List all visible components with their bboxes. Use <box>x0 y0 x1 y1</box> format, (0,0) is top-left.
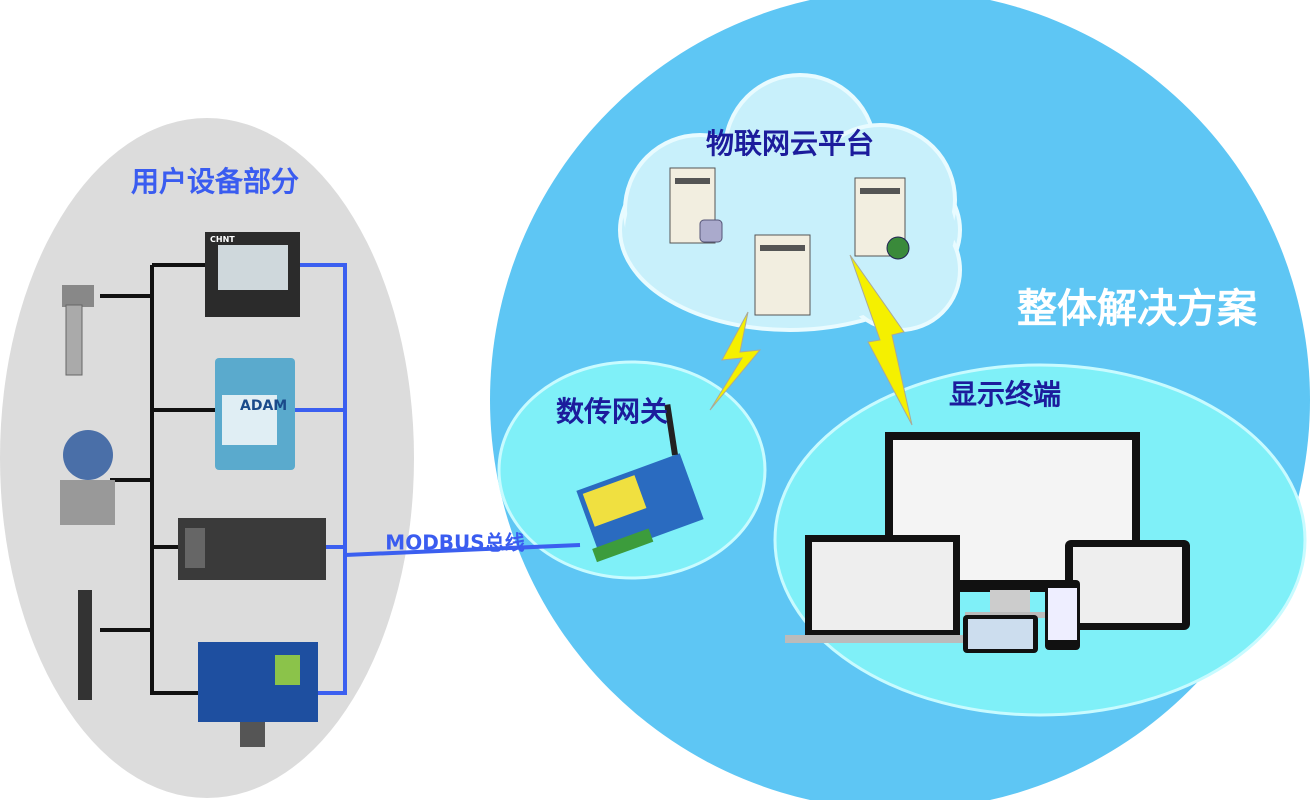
modbus-bus-label: MODBUS总线 <box>385 530 525 555</box>
modbus-bus <box>295 263 581 695</box>
display-terminal-title: 显示终端 <box>948 378 1062 411</box>
lightning-icon <box>709 311 762 411</box>
transmitter-icon <box>60 430 115 525</box>
power-meter-icon: CHNT <box>205 232 300 317</box>
adam-label: ADAM <box>240 398 287 414</box>
pressure-sensor-icon <box>62 285 94 376</box>
gateway-icon <box>576 404 704 563</box>
lightning-icon <box>849 254 913 426</box>
tablet-icon <box>963 615 1038 653</box>
cloud-platform-title: 物联网云平台 <box>705 127 875 160</box>
phone-icon <box>1045 580 1080 650</box>
ph-probe-icon <box>78 590 92 700</box>
database-icon <box>699 219 723 243</box>
laptop-icon <box>785 535 980 643</box>
plc-icon <box>178 518 326 580</box>
black-bus <box>100 263 215 695</box>
overall-solution-title: 整体解决方案 <box>1017 286 1257 332</box>
server-icon <box>754 234 811 316</box>
gateway-zone <box>497 360 767 580</box>
adam-module-icon: ADAM <box>215 358 295 470</box>
user-devices-title: 用户设备部分 <box>130 165 300 198</box>
globe-icon <box>886 236 910 260</box>
tablet-icon <box>1065 540 1190 630</box>
analyzer-icon <box>198 642 318 747</box>
gateway-title: 数传网关 <box>555 395 669 428</box>
meter-brand-label: CHNT <box>210 235 235 244</box>
